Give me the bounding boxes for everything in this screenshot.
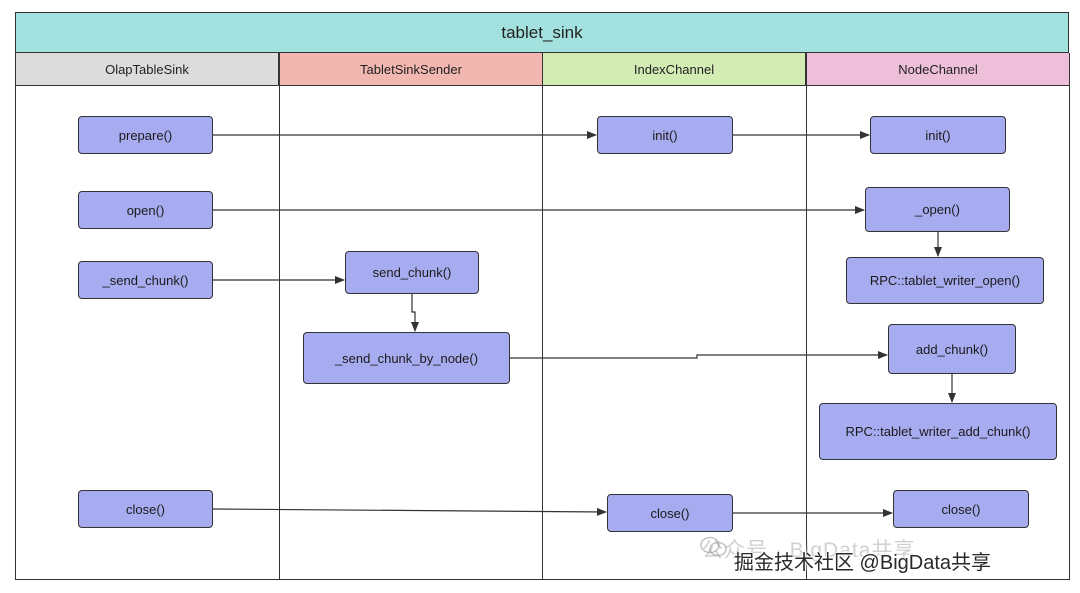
- rpc-tablet-writer-open-node: RPC::tablet_writer_open(): [846, 257, 1044, 304]
- index-init-node: init(): [597, 116, 733, 154]
- node-init-node: init(): [870, 116, 1006, 154]
- send-chunk-by-node-node: _send_chunk_by_node(): [303, 332, 510, 384]
- prepare-node: prepare(): [78, 116, 213, 154]
- wechat-icon: [700, 536, 727, 557]
- node-open-node: _open(): [865, 187, 1010, 232]
- add-chunk-node: add_chunk(): [888, 324, 1016, 374]
- send-chunk-node: send_chunk(): [345, 251, 479, 294]
- rpc-tablet-writer-add-chunk-node: RPC::tablet_writer_add_chunk(): [819, 403, 1057, 460]
- diagram-title: tablet_sink: [15, 12, 1069, 53]
- index-close-node: close(): [607, 494, 733, 532]
- lane-header-tabletsinksender: TabletSinkSender: [279, 53, 543, 86]
- lane-header-olaptablesink: OlapTableSink: [15, 53, 279, 86]
- send-chunk-olap-node: _send_chunk(): [78, 261, 213, 299]
- node-close-node: close(): [893, 490, 1029, 528]
- close-olap-node: close(): [78, 490, 213, 528]
- watermark-community: 掘金技术社区 @BigData共享: [734, 552, 992, 574]
- watermark-account: 公众号 · BigData共享: [702, 539, 916, 562]
- lane-header-nodechannel: NodeChannel: [806, 53, 1070, 86]
- lane-header-indexchannel: IndexChannel: [542, 53, 806, 86]
- open-node: open(): [78, 191, 213, 229]
